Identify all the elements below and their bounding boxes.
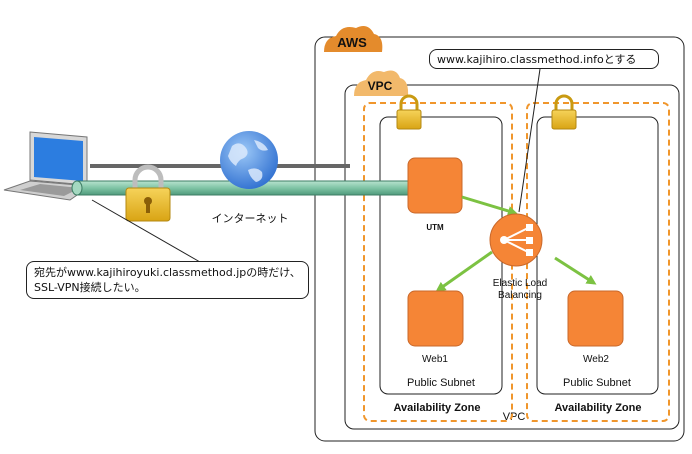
aws-badge: AWS [324,26,383,52]
web1-instance-icon [407,290,464,347]
utm-label: UTM [426,223,444,232]
subnet-lock-left-icon [396,94,422,130]
callout-left-line2: SSL-VPN接続したい。 [34,281,146,294]
availability-zone-left-label: Availability Zone [393,402,480,414]
callout-top-pointer [518,68,541,213]
availability-zone-right-label: Availability Zone [554,402,641,414]
arrow-utm-to-elb [461,195,518,216]
availability-zone-right [526,102,670,422]
elb-label-line2: Balancing [498,290,542,301]
internet-label: インターネット [212,212,289,225]
utm-instance-icon [407,157,463,214]
laptop-icon [3,131,92,201]
web2-label: Web2 [583,354,609,365]
aws-badge-text: AWS [337,35,367,50]
vpc-badge: VPC [354,70,409,96]
internet-globe-icon [220,131,278,189]
public-subnet-right-label: Public Subnet [563,377,631,389]
callout-top: www.kajihiro.classmethod.infoとする [429,49,659,69]
elb-label-line1: Elastic Load [493,278,547,289]
vpc-label: VPC [503,411,526,423]
public-subnet-left-label: Public Subnet [407,377,475,389]
callout-left: 宛先がwww.kajihiroyuki.classmethod.jpの時だけ、 … [26,261,309,299]
elastic-load-balancer-icon [489,213,543,267]
callout-left-line1: 宛先がwww.kajihiroyuki.classmethod.jpの時だけ、 [34,266,301,279]
vpn-lock-icon [125,164,171,222]
arrow-elb-to-web2 [554,256,597,285]
vpc-badge-text: VPC [368,79,393,93]
arrow-elb-to-web1 [435,250,493,292]
callout-left-pointer [91,199,201,263]
callout-top-text: www.kajihiro.classmethod.infoとする [437,53,637,66]
subnet-lock-right-icon [551,94,577,130]
web1-label: Web1 [422,354,448,365]
web2-instance-icon [567,290,624,347]
